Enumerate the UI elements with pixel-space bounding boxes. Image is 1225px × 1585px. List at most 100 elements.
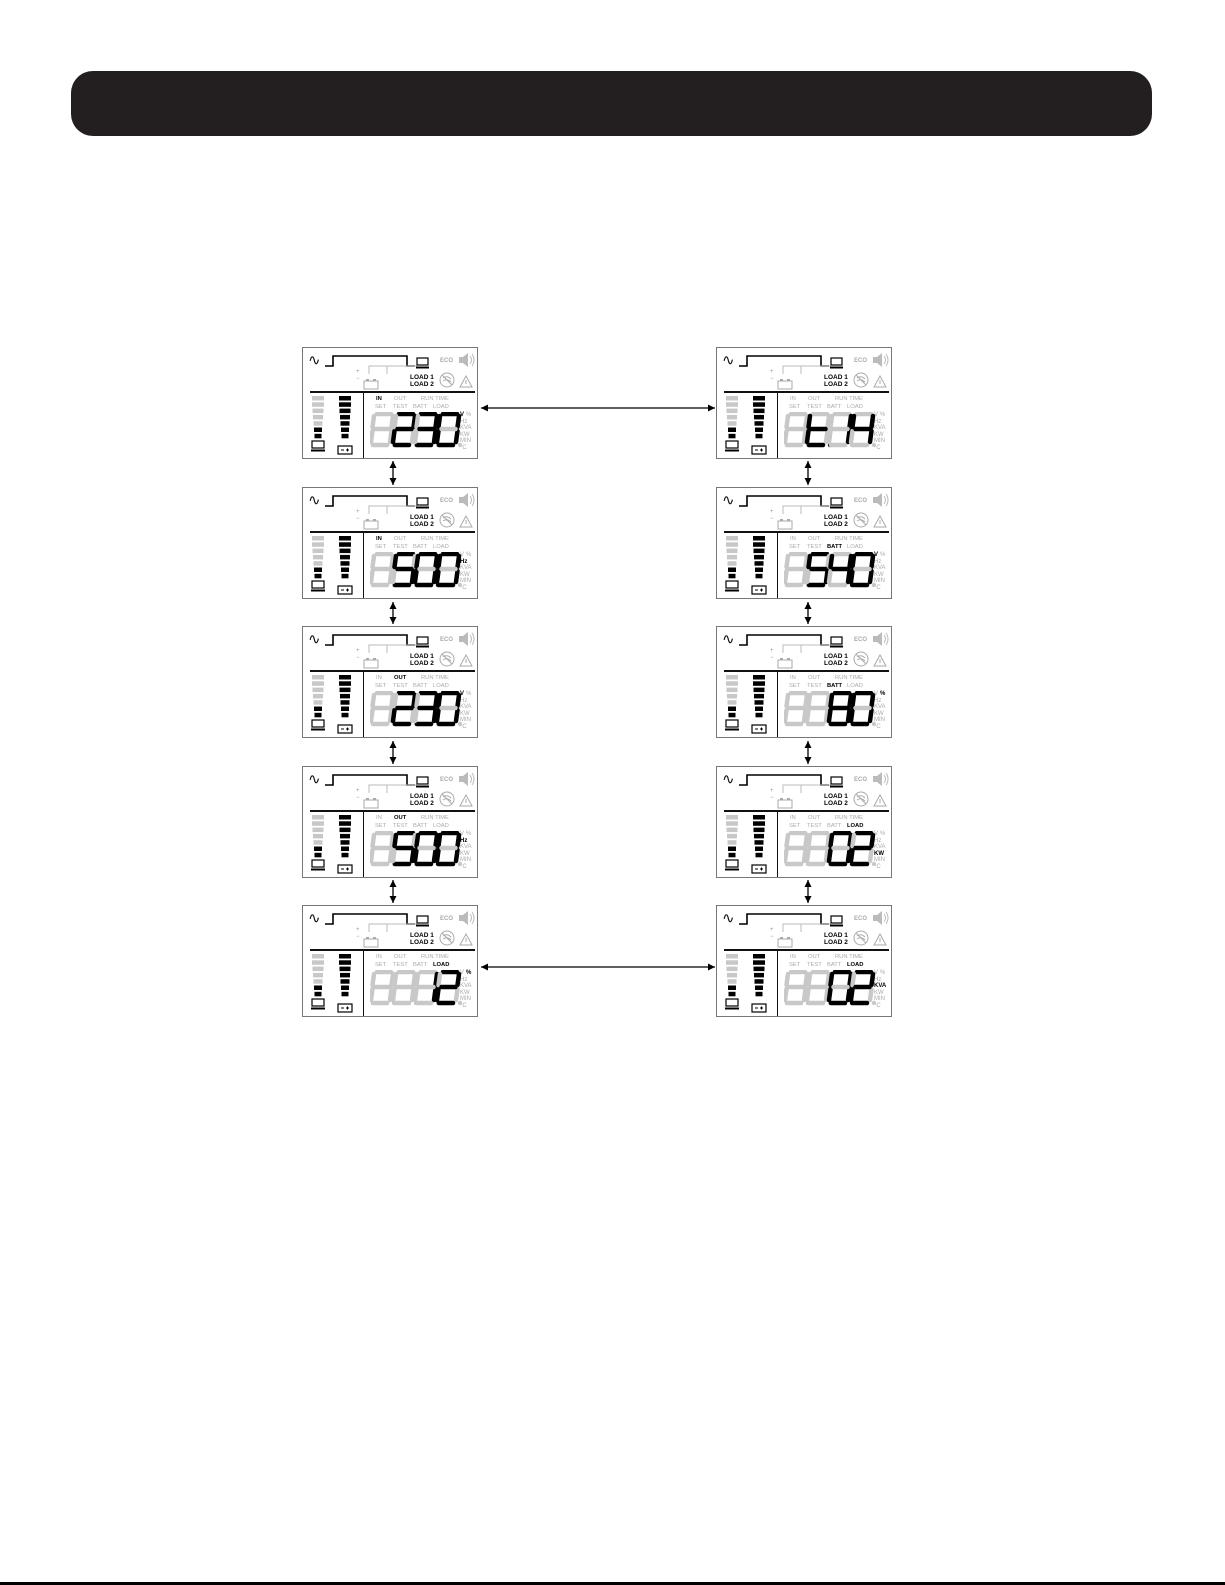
digit-1 bbox=[368, 830, 397, 867]
load-1-label: LOAD 1 bbox=[824, 932, 848, 939]
digit-4 bbox=[434, 830, 463, 867]
unit-hz: Hz bbox=[460, 697, 468, 704]
battery-path-icon bbox=[363, 796, 379, 814]
unit-row-v-percent: V% bbox=[460, 970, 472, 977]
output-load-icon bbox=[416, 496, 429, 514]
digit-2 bbox=[390, 830, 419, 867]
fan-fault-icon bbox=[853, 372, 869, 393]
display-separator-horizontal bbox=[310, 670, 475, 672]
unit-c: °C bbox=[460, 584, 467, 591]
mode-label-batt: BATT bbox=[827, 823, 842, 829]
unit-row-v-percent: V% bbox=[874, 831, 886, 838]
load-2-label: LOAD 2 bbox=[824, 521, 848, 528]
digit-1 bbox=[782, 551, 811, 588]
battery-polarity-icon: +− bbox=[770, 648, 774, 661]
ac-input-icon: ∿ bbox=[308, 492, 321, 509]
mode-label-load: LOAD bbox=[433, 544, 449, 550]
battery-path-icon bbox=[777, 796, 793, 814]
eco-label: ECO bbox=[854, 498, 868, 504]
fan-fault-icon bbox=[853, 930, 869, 951]
digit-1 bbox=[782, 830, 811, 867]
unit-v: V bbox=[874, 552, 879, 558]
lcd-value-display: 230 bbox=[368, 411, 463, 455]
unit-min: MIN bbox=[460, 438, 471, 445]
battery-level-bar bbox=[338, 675, 352, 726]
eco-label: ECO bbox=[854, 916, 868, 922]
lcd-seven-segment-display bbox=[368, 411, 463, 448]
mode-label-set: SET bbox=[789, 404, 801, 410]
battery-level-bar bbox=[338, 815, 352, 866]
display-separator-horizontal bbox=[724, 810, 889, 812]
lcd-value-display: 230 bbox=[368, 690, 463, 734]
unit-percent: % bbox=[880, 552, 886, 558]
unit-kva: KVA bbox=[874, 844, 886, 851]
mode-label-test: TEST bbox=[807, 544, 822, 550]
load-1-label: LOAD 1 bbox=[410, 374, 434, 381]
battery-path-icon bbox=[777, 656, 793, 674]
mode-label-set: SET bbox=[789, 823, 801, 829]
ac-input-icon: ∿ bbox=[722, 492, 735, 509]
battery-path-icon bbox=[777, 935, 793, 953]
alarm-speaker-icon bbox=[459, 353, 475, 372]
battery-polarity-icon: +− bbox=[770, 509, 774, 522]
unit-c: °C bbox=[874, 584, 881, 591]
load-2-label: LOAD 2 bbox=[410, 939, 434, 946]
footer-rule bbox=[0, 1582, 1225, 1585]
mode-label-batt: BATT bbox=[413, 962, 428, 968]
display-separator-vertical bbox=[777, 672, 778, 737]
eco-label: ECO bbox=[854, 777, 868, 783]
mode-label-out: OUT bbox=[394, 954, 407, 960]
arrow-right-vertical-4 bbox=[802, 874, 814, 914]
lcd-seven-segment-display bbox=[782, 969, 877, 1006]
load-1-label: LOAD 1 bbox=[824, 374, 848, 381]
unit-hz: Hz bbox=[874, 837, 882, 844]
fan-fault-icon bbox=[853, 791, 869, 812]
display-separator-vertical bbox=[363, 951, 364, 1016]
mode-label-batt: BATT bbox=[827, 544, 843, 550]
lcd-seven-segment-display bbox=[782, 551, 877, 588]
fan-fault-icon bbox=[439, 651, 455, 672]
battery-level-bar bbox=[338, 536, 352, 587]
battery-icon bbox=[751, 1000, 767, 1016]
unit-min: MIN bbox=[460, 996, 471, 1003]
digit-1 bbox=[782, 411, 811, 448]
mode-label-out: OUT bbox=[808, 954, 821, 960]
digit-3 bbox=[826, 411, 855, 448]
unit-c: °C bbox=[460, 1002, 467, 1009]
warning-icon bbox=[459, 514, 473, 533]
digit-3 bbox=[412, 411, 441, 448]
eco-label: ECO bbox=[440, 358, 454, 364]
unit-row-v-percent: V% bbox=[460, 831, 472, 838]
battery-level-bar bbox=[338, 396, 352, 447]
battery-icon bbox=[751, 861, 767, 877]
display-separator-horizontal bbox=[310, 391, 475, 393]
eco-label: ECO bbox=[854, 637, 868, 643]
arrow-right-vertical-2 bbox=[802, 596, 814, 635]
power-flow-lines bbox=[325, 772, 417, 799]
battery-path-icon bbox=[777, 517, 793, 535]
load-icon bbox=[311, 439, 325, 457]
mode-label-run-time: RUN TIME bbox=[421, 396, 449, 402]
digit-3 bbox=[412, 690, 441, 727]
mode-label-out: OUT bbox=[808, 396, 821, 402]
mode-label-test: TEST bbox=[393, 404, 408, 410]
battery-icon bbox=[751, 442, 767, 458]
battery-path-icon bbox=[777, 377, 793, 395]
output-load-icon bbox=[416, 914, 429, 932]
unit-row-v-percent: V% bbox=[460, 552, 472, 559]
unit-min: MIN bbox=[874, 717, 885, 724]
unit-min: MIN bbox=[460, 717, 471, 724]
battery-polarity-icon: +− bbox=[356, 927, 360, 940]
mode-label-run-time: RUN TIME bbox=[835, 396, 863, 402]
mode-label-set: SET bbox=[375, 823, 387, 829]
mode-label-in: IN bbox=[376, 675, 382, 681]
load-2-label: LOAD 2 bbox=[824, 660, 848, 667]
load-icon bbox=[311, 579, 325, 597]
battery-level-bar bbox=[338, 954, 352, 1005]
unit-kw: KW bbox=[460, 989, 470, 996]
load-1-label: LOAD 1 bbox=[824, 793, 848, 800]
digit-3 bbox=[412, 830, 441, 867]
mode-label-run-time: RUN TIME bbox=[835, 815, 863, 821]
unit-c: °C bbox=[874, 1002, 881, 1009]
